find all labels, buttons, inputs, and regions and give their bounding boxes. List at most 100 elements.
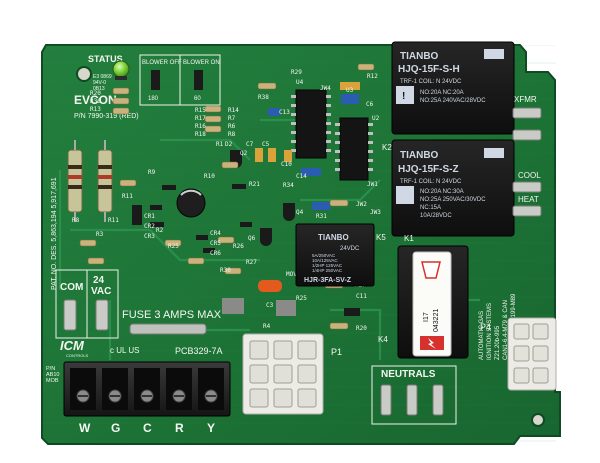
fuse-holder [129,323,207,335]
neutrals-label: NEUTRALS [381,369,436,380]
mov-varistor [258,280,282,292]
svg-text:CR6: CR6 [210,250,221,257]
heat-label: HEAT [518,195,539,204]
svg-text:R34: R34 [283,182,294,189]
terminal-label-r: R [175,421,184,435]
ic-u2 [335,117,373,181]
xfmr-label: XFMR [514,95,537,104]
svg-text:C14: C14 [296,173,307,180]
relay-rating-1: NO:20A NC:20A [420,90,464,96]
ul-marks: c UL US [110,346,140,355]
relay-rating-3: NC:15A [420,205,441,211]
blower-on-box [179,54,221,106]
svg-text:JW3: JW3 [370,209,381,216]
relay-rating-2: NO:25A 240VAC/28VDC [420,98,486,104]
capacitor-marking [180,189,202,196]
relay-logo [484,49,504,59]
warning-glyph: ! [402,91,405,102]
svg-text:R11: R11 [108,217,119,224]
p1-label: P1 [331,347,342,357]
p4-label: P4 [480,322,491,332]
svg-text:R20: R20 [90,90,101,97]
blower-off-label: BLOWER OFF [142,60,182,66]
relay-k2-top: TIANBO HJQ-15F-S-H TRF-1 COIL: N 24VDC !… [391,41,515,135]
capacitor-amber [255,148,263,162]
mounting-hole [76,66,92,82]
relay-rating-2: NO:25A 250VAC/30VDC [420,197,486,203]
evcon-label: EVCON [74,93,117,107]
mounting-hole [531,413,545,427]
brand-logo: ICM [60,338,85,353]
svg-text:Q4: Q4 [296,209,304,216]
svg-text:IGNITION SYSTEMS: IGNITION SYSTEMS [487,303,493,360]
gray-component [222,298,244,314]
svg-text:CR5: CR5 [210,240,221,247]
electrolytic-capacitor [176,188,206,218]
svg-text:R8: R8 [72,217,80,224]
gray-component [276,300,296,316]
svg-text:R31: R31 [316,213,327,220]
svg-text:R16: R16 [195,123,206,130]
svg-text:CR4: CR4 [210,230,221,237]
warranty-sticker: I17 043221 [412,251,452,357]
svg-text:R30: R30 [220,267,231,274]
power-resistors [67,140,113,222]
svg-text:Q2: Q2 [240,150,248,157]
status-led [112,60,130,78]
spade-terminals-right [512,107,542,217]
k4-label: K4 [378,335,388,344]
svg-text:R20: R20 [356,325,367,332]
svg-text:R17: R17 [195,115,206,122]
relay-rating-4: 10A/28VDC [420,213,452,219]
svg-text:C10: C10 [281,161,292,168]
svg-text:R27: R27 [246,259,257,266]
terminal-label-c: C [143,421,152,435]
sticker-line1: I17 [423,312,430,322]
svg-text:MOV1: MOV1 [286,271,301,278]
svg-text:C5: C5 [262,141,270,148]
k2-label: K2 [382,143,392,152]
transistor-q6 [260,228,272,246]
terminal-label-w: W [79,421,91,435]
part-number: P/N 7990-319 (RED) [74,113,139,120]
capacitor-blue [301,168,321,176]
svg-text:R11: R11 [122,193,133,200]
relay-coil: TRF-1 COIL: N 24VDC [400,79,462,85]
svg-text:R38: R38 [258,94,269,101]
svg-text:R13: R13 [90,106,101,113]
terminal-label-g: G [111,421,120,435]
relay-logo [484,148,504,158]
svg-text:R10: R10 [204,173,215,180]
svg-text:R8: R8 [228,131,236,138]
fuse-label: FUSE 3 AMPS MAX [122,309,222,321]
blower-off-jumper[interactable] [151,70,160,90]
relay-model: HJQ-15F-S-H [398,64,460,75]
relay-brand: TIANBO [400,150,439,161]
svg-text:Q6: Q6 [248,235,256,242]
capacitor-amber [268,148,276,162]
svg-text:C3: C3 [266,302,274,309]
svg-text:R3: R3 [96,231,104,238]
blower-on-jumper[interactable] [194,70,203,90]
svg-text:R25: R25 [296,295,307,302]
connector-p4 [507,317,557,391]
svg-text:R12: R12 [367,73,378,80]
svg-text:CR2: CR2 [144,223,155,230]
svg-text:C6: C6 [366,101,374,108]
svg-text:R15: R15 [195,107,206,114]
k1-label: K1 [404,234,414,243]
blower-off-value: 180 [148,96,159,102]
small-relay-spec-3: 1/2HP 125VAC [312,263,343,268]
sticker-line2: 043221 [433,309,440,332]
small-relay-spec-4: 1/4HP 250VAC [312,268,343,273]
neutral-terminals [380,384,444,416]
capacitor-blue [268,108,280,116]
svg-text:R29: R29 [291,69,302,76]
svg-text:R4: R4 [263,323,271,330]
svg-text:R7: R7 [228,115,236,122]
svg-text:C7: C7 [246,141,254,148]
svg-text:R1: R1 [216,141,224,148]
